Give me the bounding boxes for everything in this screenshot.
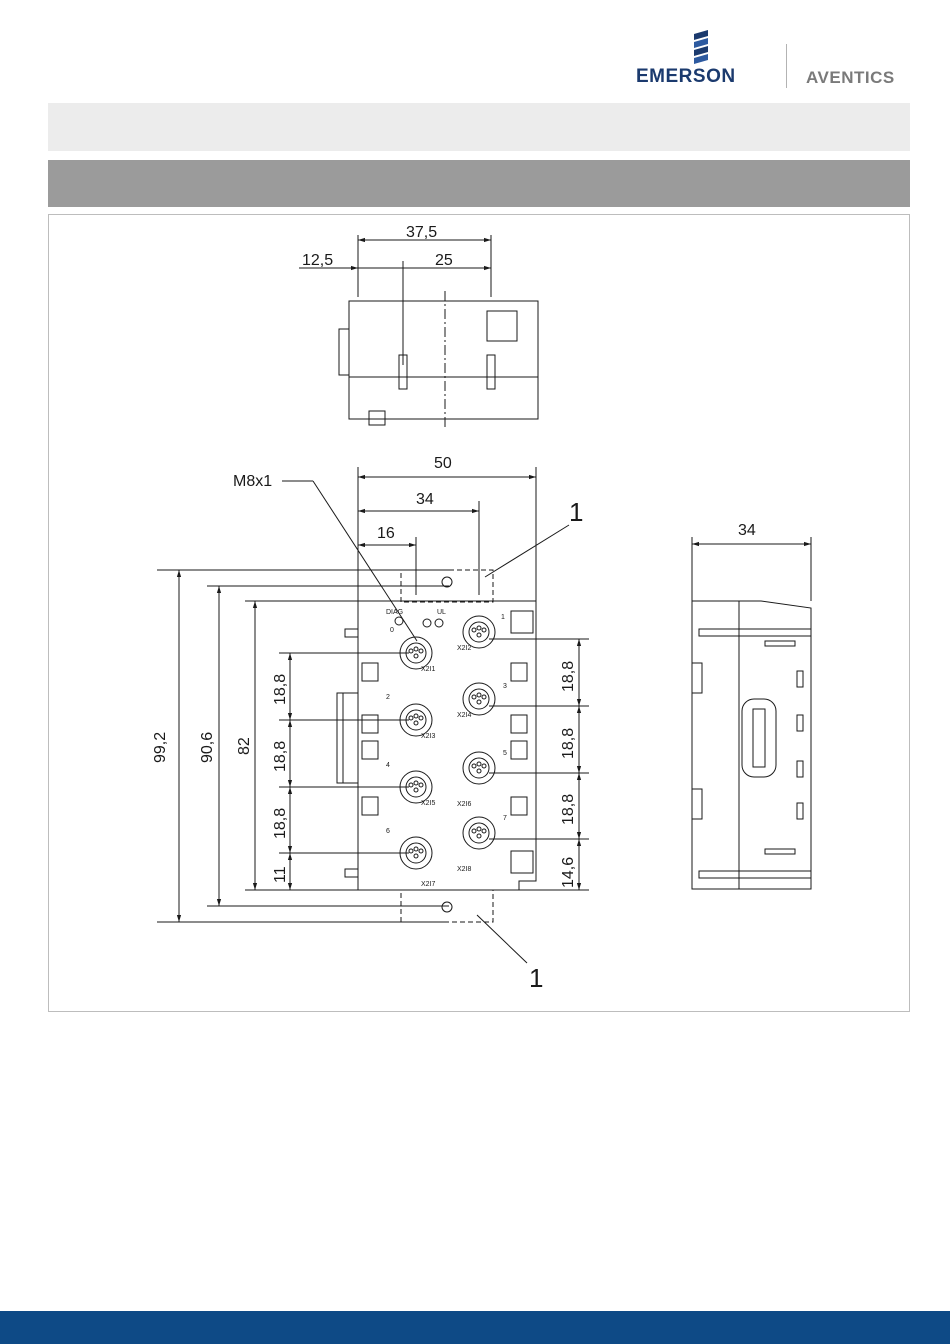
port-number-0: 0 [390,627,394,634]
connector-x2i4 [463,683,495,715]
connector-label-x2i8: X2I8 [457,866,472,873]
dim-12-5: 12,5 [302,252,333,269]
status-label-diag: DIAG [386,609,403,616]
connector-label-x2i5: X2I5 [421,800,436,807]
dim-left-18-8-c: 18,8 [272,808,289,839]
section-band [48,160,910,207]
dim-right-18-8-a: 18,8 [560,661,577,692]
logo-divider [786,44,787,88]
dim-left-18-8-b: 18,8 [272,741,289,772]
dim-right-18-8-b: 18,8 [560,728,577,759]
port-number-2: 2 [386,694,390,701]
callout-bottom: 1 [529,963,543,993]
port-number-7: 7 [503,815,507,822]
port-number-3: 3 [503,683,507,690]
dim-16: 16 [377,525,395,542]
side-view: 34 [692,522,811,889]
front-view: 50 34 16 M8x1 1 1 99,2 90,6 82 18,8 [152,455,589,993]
dim-25: 25 [435,252,453,269]
connector-x2i8 [463,817,495,849]
footer-bar [0,1311,950,1344]
dim-right-14-6: 14,6 [560,857,577,888]
port-number-6: 6 [386,828,390,835]
drawing-frame: 37,5 12,5 25 50 34 16 M8x1 1 1 [48,214,910,1012]
thread-label: M8x1 [233,473,272,490]
logo-area: EMERSON AVENTICS [636,28,936,98]
side-dim-34: 34 [738,522,756,539]
dim-50: 50 [434,455,452,472]
dim-34: 34 [416,491,434,508]
connector-label-x2i3: X2I3 [421,733,436,740]
connector-x2i2 [463,616,495,648]
emerson-logo-icon [688,30,714,66]
dim-90-6: 90,6 [199,732,216,763]
dimension-drawing: 37,5 12,5 25 50 34 16 M8x1 1 1 [49,215,911,1013]
connector-label-x2i2: X2I2 [457,645,472,652]
connector-label-x2i6: X2I6 [457,801,472,808]
dim-82: 82 [236,737,253,755]
title-band [48,103,910,151]
connector-x2i6 [463,752,495,784]
connector-label-x2i1: X2I1 [421,666,436,673]
emerson-logo-text: EMERSON [636,66,736,88]
dim-right-18-8-c: 18,8 [560,794,577,825]
status-label-ul: UL [437,609,446,616]
aventics-logo-text: AVENTICS [806,68,895,88]
top-view: 37,5 12,5 25 [299,224,538,427]
connector-label-x2i4: X2I4 [457,712,472,719]
port-number-4: 4 [386,762,390,769]
dim-left-11: 11 [272,866,289,883]
callout-top: 1 [569,497,583,527]
dim-37-5: 37,5 [406,224,437,241]
dim-left-18-8-a: 18,8 [272,674,289,705]
dim-99-2: 99,2 [152,732,169,763]
port-number-5: 5 [503,750,507,757]
port-number-1: 1 [501,614,505,621]
connector-label-x2i7: X2I7 [421,881,436,888]
